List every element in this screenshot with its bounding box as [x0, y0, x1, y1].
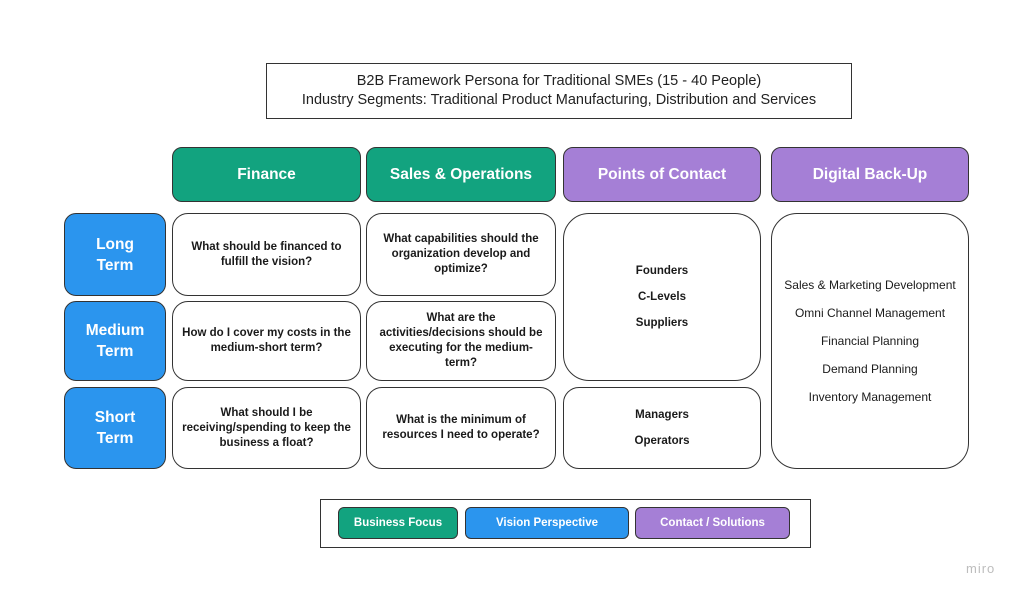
row-long-term-line-1: Long — [96, 235, 134, 253]
cell-finance-medium: How do I cover my costs in the medium-sh… — [172, 301, 361, 381]
cell-sales-long: What capabilities should the organizatio… — [366, 213, 556, 296]
digital-backup-item: Omni Channel Management — [794, 306, 946, 320]
row-short-term: Short Term — [64, 387, 166, 469]
row-long-term: Long Term — [64, 213, 166, 296]
contact-item: Suppliers — [635, 317, 689, 329]
row-medium-term-line-1: Medium — [85, 322, 145, 339]
contact-item: C-Levels — [638, 291, 686, 303]
row-medium-term: Medium Term — [64, 301, 166, 381]
cell-finance-short: What should I be receiving/spending to k… — [172, 387, 361, 469]
contact-item: Managers — [635, 409, 689, 421]
legend — [320, 499, 811, 548]
digital-backup-item: Sales & Marketing Development — [784, 278, 956, 292]
digital-backup-item: Financial Planning — [820, 334, 920, 348]
title-line-1: B2B Framework Persona for Traditional SM… — [356, 73, 762, 89]
header-digital-backup: Digital Back-Up — [771, 147, 969, 202]
cell-sales-short: What is the minimum of resources I need … — [366, 387, 556, 469]
legend-contact-solutions: Contact / Solutions — [635, 507, 790, 539]
miro-watermark: miro — [966, 561, 996, 576]
contacts-upper-box: Founders C-Levels Suppliers — [563, 213, 761, 381]
header-finance: Finance — [172, 147, 361, 202]
digital-backup-box: Sales & Marketing Development Omni Chann… — [771, 213, 969, 469]
row-short-term-line-1: Short — [94, 409, 136, 426]
row-medium-term-line-2: Term — [96, 343, 134, 360]
header-sales-operations: Sales & Operations — [366, 147, 556, 202]
title-line-2: Industry Segments: Traditional Product M… — [301, 92, 817, 108]
contact-item: Founders — [635, 265, 689, 277]
header-points-of-contact: Points of Contact — [563, 147, 761, 202]
diagram-title: B2B Framework Persona for Traditional SM… — [266, 63, 852, 119]
row-short-term-line-2: Term — [96, 430, 134, 447]
digital-backup-item: Inventory Management — [808, 390, 932, 404]
contact-item: Operators — [634, 435, 690, 447]
legend-vision-perspective: Vision Perspective — [465, 507, 629, 539]
digital-backup-item: Demand Planning — [822, 362, 918, 376]
legend-business-focus: Business Focus — [338, 507, 458, 539]
cell-sales-medium: What are the activities/decisions should… — [366, 301, 556, 381]
contacts-lower-box: Managers Operators — [563, 387, 761, 469]
row-long-term-line-2: Term — [96, 256, 134, 274]
cell-finance-long: What should be financed to fulfill the v… — [172, 213, 361, 296]
